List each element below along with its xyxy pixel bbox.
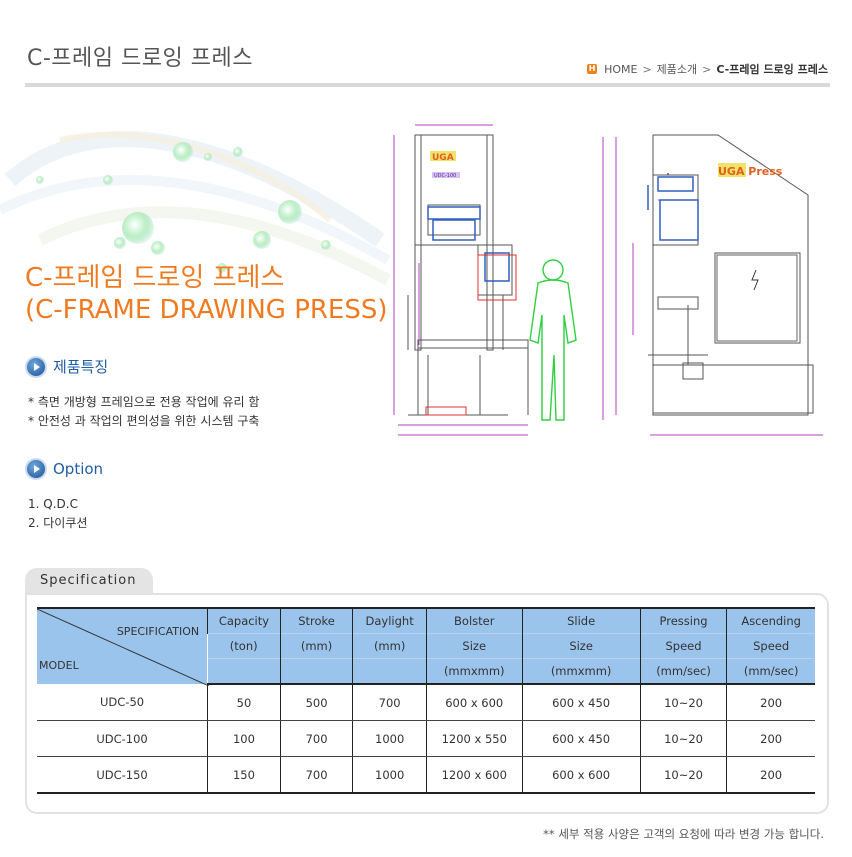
option-heading: Option: [27, 460, 103, 478]
hero-title: C-프레임 드로잉 프레스 (C-FRAME DRAWING PRESS): [25, 262, 388, 326]
table-cell: 1000: [352, 756, 427, 794]
table-cell: 200: [726, 684, 815, 721]
column-unit: Size: [521, 633, 641, 659]
table-cell-model: UDC-100: [37, 720, 208, 757]
arrow-circle-icon: [27, 357, 45, 376]
table-cell: 600 x 600: [521, 756, 641, 794]
column-unit: [279, 658, 353, 685]
column-unit: (mm/sec): [726, 658, 815, 685]
corner-label-model: MODEL: [39, 659, 79, 672]
chevron-right-icon: >: [702, 62, 712, 76]
table-cell: 10~20: [639, 684, 727, 721]
column-unit: (mm/sec): [639, 658, 727, 685]
table-header-row: (ton) (mm) (mm) Size Size Speed Speed: [37, 633, 815, 659]
table-cell: 600 x 450: [521, 684, 641, 721]
table-row: UDC-150 150 700 1000 1200 x 600 600 x 60…: [37, 756, 815, 794]
table-cell-model: UDC-50: [37, 684, 208, 721]
table-row: UDC-50 50 500 700 600 x 600 600 x 450 10…: [37, 684, 815, 721]
table-cell: 1000: [352, 720, 427, 757]
column-unit: (mmxmm): [425, 658, 522, 685]
table-header-row: (mmxmm) (mmxmm) (mm/sec) (mm/sec): [37, 658, 815, 685]
column-unit: Size: [425, 633, 522, 659]
column-header: Daylight: [352, 607, 427, 634]
chevron-right-icon: >: [642, 62, 652, 76]
hero-title-english: (C-FRAME DRAWING PRESS): [25, 295, 388, 325]
diagonal-divider: [37, 609, 209, 686]
specification-note: ** 세부 적용 사양은 고객의 요청에 따라 변경 가능 합니다.: [543, 827, 824, 841]
column-unit: (mm): [352, 633, 427, 659]
table-cell: 10~20: [639, 756, 727, 794]
column-unit: Speed: [639, 633, 727, 659]
hero-title-korean: C-프레임 드로잉 프레스: [25, 263, 285, 293]
table-cell: 200: [726, 756, 815, 794]
page-title: C-프레임 드로잉 프레스: [27, 46, 253, 71]
column-header: Stroke: [279, 607, 353, 634]
specification-table: SPECIFICATION MODEL Capacity Stroke Dayl…: [37, 607, 815, 794]
list-item: * 안전성 과 작업의 편의성을 위한 시스템 구축: [28, 414, 260, 428]
column-unit: [207, 658, 281, 685]
corner-label-specification: SPECIFICATION: [116, 625, 200, 638]
title-divider: [25, 83, 830, 87]
decorative-swirl-image: [0, 131, 390, 286]
list-item: 1. Q.D.C: [28, 497, 78, 511]
table-cell: 500: [279, 684, 353, 721]
arrow-circle-icon: [27, 460, 45, 478]
column-unit: (ton): [207, 633, 281, 659]
breadcrumb-current: C-프레임 드로잉 프레스: [716, 63, 828, 76]
column-header: Capacity: [207, 607, 281, 634]
table-cell: 100: [207, 720, 281, 757]
breadcrumb-home-link[interactable]: HOME: [604, 62, 638, 76]
drawing-brand-label: UGA: [432, 153, 454, 163]
options-list: 1. Q.D.C 2. 다이쿠션: [28, 495, 87, 533]
column-header: Slide: [521, 607, 641, 634]
tab-specification[interactable]: Specification: [25, 568, 153, 594]
table-cell: 1200 x 550: [425, 720, 522, 757]
table-cell: 600 x 450: [521, 720, 641, 757]
table-cell: 700: [279, 756, 353, 794]
table-cell: 600 x 600: [425, 684, 522, 721]
column-header: Pressing: [639, 607, 727, 634]
list-item: * 측면 개방형 프레임으로 전용 작업에 유리 함: [28, 395, 260, 409]
table-cell: 10~20: [639, 720, 727, 757]
table-header-row: SPECIFICATION MODEL Capacity Stroke Dayl…: [37, 607, 815, 686]
specification-model-corner-cell: SPECIFICATION MODEL: [37, 607, 209, 686]
column-unit: (mm): [279, 633, 353, 659]
drawing-side-brand-label: UGA Press: [718, 165, 783, 178]
column-unit: Speed: [726, 633, 815, 659]
table-cell: 1200 x 600: [425, 756, 522, 794]
features-heading-label: 제품특징: [53, 358, 109, 376]
features-list: * 측면 개방형 프레임으로 전용 작업에 유리 함 * 안전성 과 작업의 편…: [28, 393, 259, 431]
table-row: UDC-100 100 700 1000 1200 x 550 600 x 45…: [37, 720, 815, 757]
human-scale-figure: [529, 259, 577, 421]
column-header: Bolster: [425, 607, 522, 634]
option-heading-label: Option: [53, 460, 104, 478]
table-cell: 150: [207, 756, 281, 794]
list-item: 2. 다이쿠션: [28, 516, 88, 530]
home-icon: H: [587, 64, 598, 74]
column-unit: [352, 658, 427, 685]
column-header: Ascending: [726, 607, 815, 634]
table-cell: 700: [279, 720, 353, 757]
breadcrumb-category-link[interactable]: 제품소개: [656, 63, 698, 76]
press-technical-drawing: UGA UDC-100 UGA Press: [393, 124, 823, 436]
table-cell: 50: [207, 684, 281, 721]
table-cell: 700: [352, 684, 427, 721]
column-unit: (mmxmm): [521, 658, 641, 685]
drawing-model-label: UDC-100: [434, 173, 456, 179]
table-cell-model: UDC-150: [37, 756, 208, 794]
table-cell: 200: [726, 720, 815, 757]
breadcrumb: H HOME > 제품소개 > C-프레임 드로잉 프레스: [587, 61, 828, 77]
features-heading: 제품특징: [27, 356, 108, 377]
